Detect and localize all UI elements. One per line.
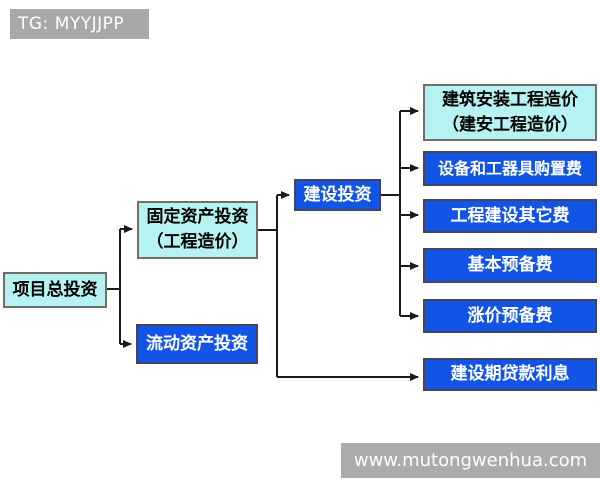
node-construction-investment: 建设投资 [294, 179, 381, 211]
node-label: 流动资产投资 [146, 333, 248, 354]
node-price-rise-reserve-fee: 涨价预备费 [423, 299, 597, 333]
node-equipment-purchase-fee: 设备和工器具购置费 [423, 151, 597, 186]
node-label: 设备和工器具购置费 [437, 159, 582, 178]
node-label-line1: 固定资产投资 [146, 207, 249, 227]
node-construction-installation-cost: 建筑安装工程造价 （建安工程造价） [423, 84, 597, 141]
node-label-line2: （建安工程造价） [442, 114, 578, 135]
node-fixed-asset-investment: 固定资产投资 （工程造价） [137, 201, 258, 259]
node-label: 基本预备费 [467, 255, 553, 275]
url-watermark-bar: www.mutongwenhua.com [341, 443, 600, 478]
node-other-construction-fee: 工程建设其它费 [423, 199, 597, 233]
node-label-line1: 建筑安装工程造价 [442, 89, 578, 110]
node-label: 建设投资 [303, 184, 372, 205]
node-project-total-investment: 项目总投资 [3, 272, 107, 308]
node-label: 建设期贷款利息 [450, 364, 570, 384]
node-label: 涨价预备费 [467, 305, 553, 326]
node-construction-loan-interest: 建设期贷款利息 [423, 358, 597, 391]
node-basic-reserve-fee: 基本预备费 [423, 248, 597, 283]
node-current-asset-investment: 流动资产投资 [136, 324, 258, 364]
url-watermark-text: www.mutongwenhua.com [353, 450, 588, 471]
tag-watermark-text: TG: MYYJJPP [18, 14, 125, 34]
tag-watermark-bar: TG: MYYJJPP [10, 9, 149, 39]
node-label-line2: （工程造价） [146, 232, 249, 252]
node-label: 工程建设其它费 [450, 205, 570, 226]
node-label: 项目总投资 [12, 279, 98, 300]
